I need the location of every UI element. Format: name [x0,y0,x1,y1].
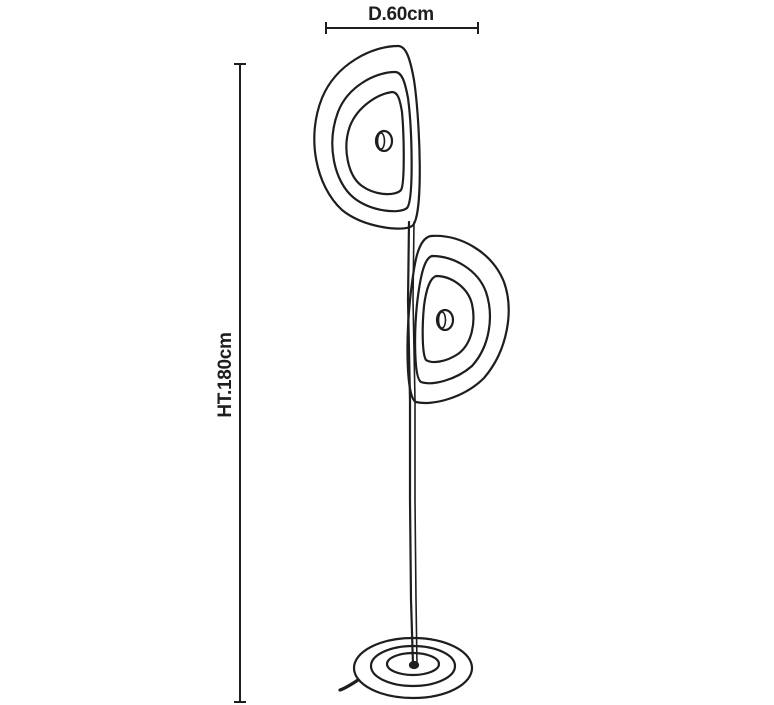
upper-shade-middle-ring [331,70,413,213]
upper-shade-bulb-core [376,132,386,150]
lower-shade-outer-ring [406,234,510,404]
width-dimension: D.60cm [325,4,479,34]
upper-shade-bulb [374,129,394,153]
base-outer-ring [352,636,474,700]
base-middle-ring [369,644,457,688]
power-cable [338,678,360,692]
base-inner-ring [385,651,441,677]
lower-shade-bulb [435,308,455,332]
lamp-base [338,636,474,700]
lower-shade-inner-ring [421,274,475,364]
lamp-stem [406,220,415,667]
upper-shade [313,44,421,230]
height-label: HT.180cm [215,332,236,417]
lower-shade [406,234,510,404]
upper-shade-outer-ring [313,44,421,230]
width-label: D.60cm [368,4,434,25]
lamp-stem-inner [412,221,418,666]
lower-shade-middle-ring [413,254,492,385]
floor-lamp [313,44,510,700]
lower-shade-bulb-core [437,311,447,329]
upper-shade-inner-ring [345,90,405,196]
base-stem-foot [408,660,420,670]
height-dimension: HT.180cm [215,63,246,703]
